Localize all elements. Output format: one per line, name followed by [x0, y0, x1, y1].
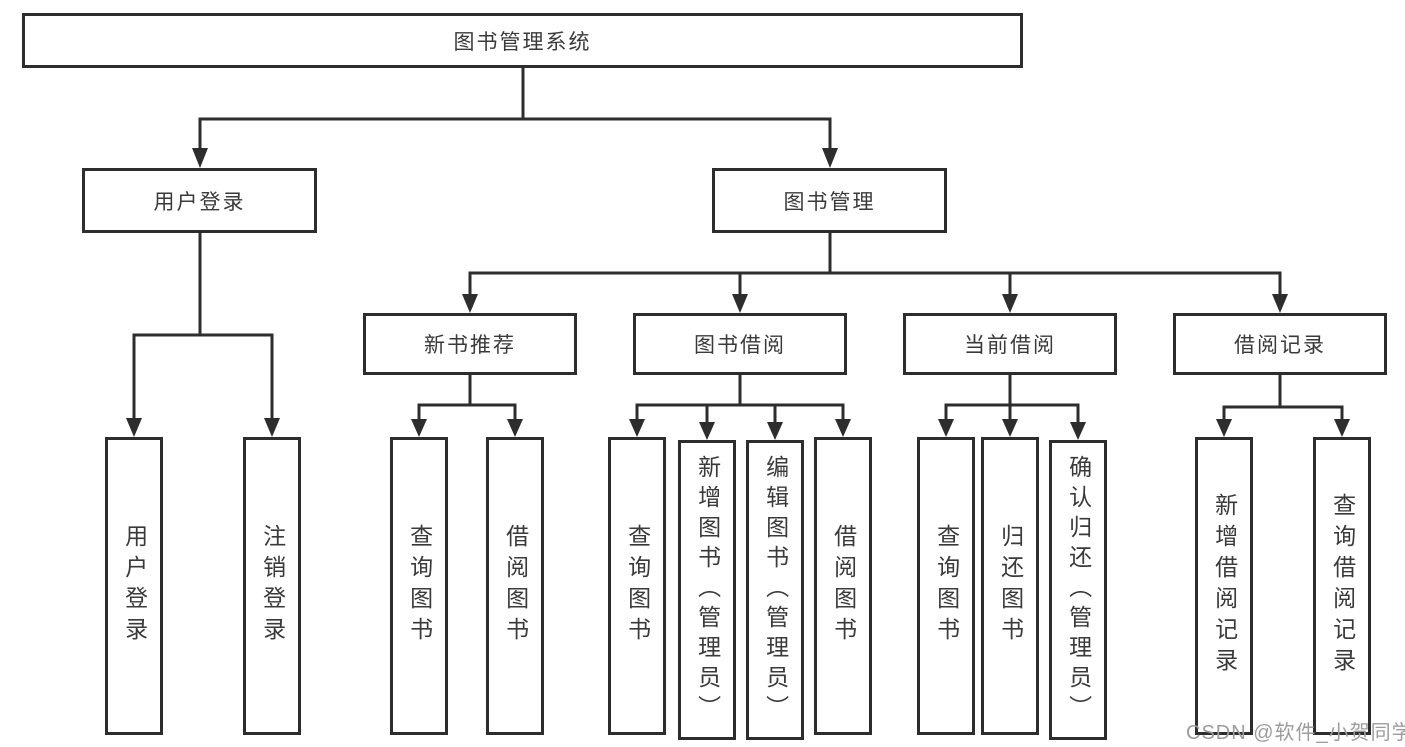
leaf-add-borrow-record: 新增借阅记录 — [1195, 437, 1253, 735]
node-label: 图书管理系统 — [453, 30, 592, 54]
node-borrow-records: 借阅记录 — [1173, 313, 1387, 375]
arrow-down-icon — [411, 419, 523, 437]
node-label: 新书推荐 — [424, 334, 516, 357]
node-new-book-recommend: 新书推荐 — [363, 313, 577, 375]
node-label: 确认归还（管理员） — [1065, 455, 1092, 725]
leaf-query-books: 查询图书 — [917, 437, 975, 735]
connector-new-book-to-leaves — [417, 375, 517, 421]
connector-borrow-records-to-leaves — [1222, 375, 1344, 421]
arrow-down-icon — [192, 148, 838, 168]
node-book-borrow: 图书借阅 — [633, 313, 847, 375]
node-label: 当前借阅 — [964, 334, 1056, 357]
arrow-down-icon — [126, 418, 280, 437]
connector-root-to-level2 — [198, 68, 832, 150]
leaf-user-login: 用户登录 — [105, 437, 163, 735]
node-label: 查询图书 — [933, 524, 960, 648]
node-label: 查询借阅记录 — [1329, 493, 1356, 679]
leaf-borrow-books: 借阅图书 — [486, 437, 544, 735]
node-label: 编辑图书（管理员） — [762, 455, 789, 725]
leaf-return-books: 归还图书 — [981, 437, 1039, 735]
node-label: 新增借阅记录 — [1211, 493, 1238, 679]
leaf-confirm-return-admin: 确认归还（管理员） — [1049, 440, 1107, 740]
leaf-query-borrow-record: 查询借阅记录 — [1313, 437, 1371, 735]
node-label: 借阅图书 — [502, 524, 529, 648]
node-label: 用户登录 — [153, 190, 246, 214]
node-label: 图书借阅 — [694, 334, 786, 357]
node-book-management: 图书管理 — [712, 168, 947, 233]
node-label: 查询图书 — [406, 524, 433, 648]
node-current-borrow: 当前借阅 — [903, 313, 1117, 375]
node-label: 用户登录 — [121, 524, 148, 648]
node-label: 图书管理 — [783, 190, 876, 214]
leaf-query-books: 查询图书 — [390, 437, 448, 735]
node-label: 新增图书（管理员） — [694, 455, 721, 725]
node-label: 注销登录 — [259, 524, 286, 648]
node-label: 借阅图书 — [830, 524, 857, 648]
node-label: 归还图书 — [997, 524, 1024, 648]
node-library-management-system: 图书管理系统 — [22, 13, 1023, 68]
watermark: CSDN @软件_小贺同学 — [1186, 722, 1405, 744]
arrow-down-icon — [1216, 419, 1350, 437]
node-label: 查询图书 — [624, 524, 651, 648]
node-label: 借阅记录 — [1234, 334, 1326, 357]
leaf-add-books-admin: 新增图书（管理员） — [678, 440, 736, 740]
connector-current-borrow-to-leaves — [944, 375, 1080, 424]
connector-book-management-to-level3 — [468, 233, 1282, 296]
leaf-logout: 注销登录 — [243, 437, 301, 735]
connector-book-borrow-to-leaves — [635, 375, 845, 424]
connector-user-login-to-leaves — [132, 233, 274, 421]
leaf-edit-books-admin: 编辑图书（管理员） — [746, 440, 804, 740]
node-user-login: 用户登录 — [82, 168, 317, 233]
leaf-borrow-books: 借阅图书 — [814, 437, 872, 735]
arrow-down-icon — [462, 294, 1288, 313]
leaf-query-books: 查询图书 — [608, 437, 666, 735]
